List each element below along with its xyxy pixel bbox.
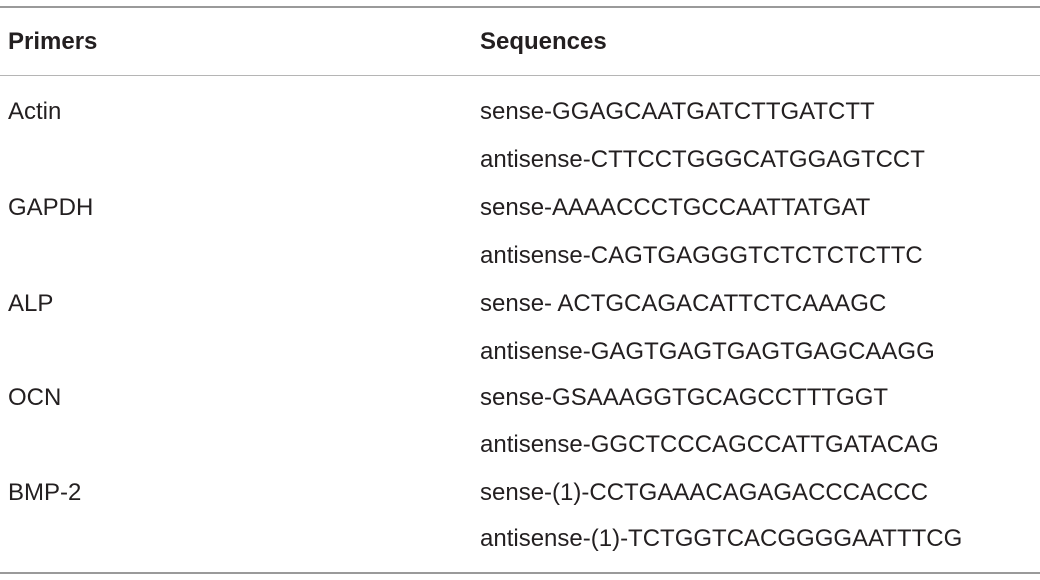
sense-sequence: sense-(1)-CCTGAAACAGAGACCCACCC (480, 479, 929, 506)
primer-name: BMP-2 (8, 479, 82, 506)
sense-sequence: sense-GGAGCAATGATCTTGATCTT (480, 98, 875, 125)
antisense-sequence: antisense-(1)-TCTGGTCACGGGGAATTTCG (480, 525, 963, 552)
primer-name: GAPDH (8, 194, 94, 221)
antisense-sequence: antisense-CTTCCTGGGCATGGAGTCCT (480, 146, 925, 173)
table-top-rule (0, 6, 1040, 8)
antisense-sequence: antisense-CAGTGAGGGTCTCTCTCTTC (480, 242, 923, 269)
primer-name: OCN (8, 384, 62, 411)
antisense-sequence: antisense-GGCTCCCAGCCATTGATACAG (480, 431, 939, 458)
sense-sequence: sense-AAAACCCTGCCAATTATGAT (480, 194, 871, 221)
antisense-sequence: antisense-GAGTGAGTGAGTGAGCAAGG (480, 338, 935, 365)
sense-sequence: sense- ACTGCAGACATTCTCAAAGC (480, 290, 887, 317)
sense-sequence: sense-GSAAAGGTGCAGCCTTTGGT (480, 384, 889, 411)
header-sequences: Sequences (480, 28, 607, 55)
table-header-rule (0, 75, 1040, 76)
table-bottom-rule (0, 572, 1040, 574)
header-primers: Primers (8, 28, 98, 55)
primer-name: Actin (8, 98, 62, 125)
primer-name: ALP (8, 290, 54, 317)
